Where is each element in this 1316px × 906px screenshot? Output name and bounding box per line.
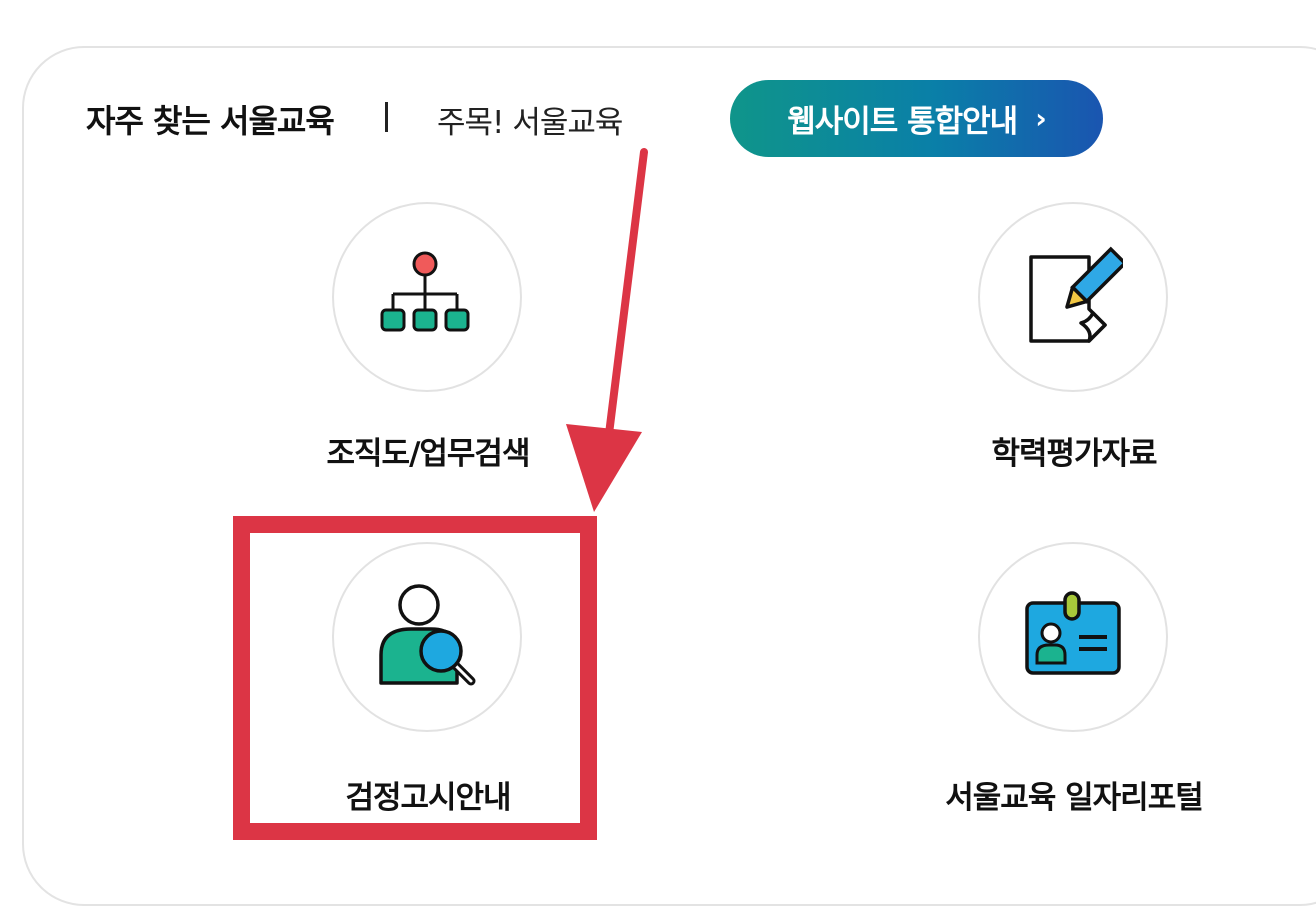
tab-separator bbox=[385, 102, 388, 132]
qualification-exam-label[interactable]: 검정고시안내 bbox=[345, 780, 511, 816]
org-chart-label[interactable]: 조직도/업무검색 bbox=[326, 436, 531, 472]
org-chart-icon bbox=[377, 250, 477, 344]
user-search-icon bbox=[375, 583, 479, 691]
document-pencil-icon bbox=[1023, 243, 1128, 351]
assessment-data-label[interactable]: 학력평가자료 bbox=[991, 436, 1157, 472]
chevron-right-icon: › bbox=[1035, 102, 1047, 135]
job-portal-link[interactable] bbox=[978, 542, 1168, 732]
job-portal-label[interactable]: 서울교육 일자리포털 bbox=[945, 780, 1203, 816]
website-guide-button[interactable]: 웹사이트 통합안내 › bbox=[730, 80, 1103, 157]
org-chart-link[interactable] bbox=[332, 202, 522, 392]
assessment-data-link[interactable] bbox=[978, 202, 1168, 392]
annotation-highlight-box bbox=[233, 516, 597, 840]
tab-frequent[interactable]: 자주 찾는 서울교육 bbox=[84, 96, 336, 148]
id-card-icon bbox=[1023, 589, 1123, 685]
website-guide-label: 웹사이트 통합안내 bbox=[787, 104, 1018, 140]
tab-frequent-label: 자주 찾는 서울교육 bbox=[84, 96, 336, 148]
tab-notice[interactable]: 주목! 서울교육 bbox=[437, 105, 623, 141]
qualification-exam-link[interactable] bbox=[332, 542, 522, 732]
